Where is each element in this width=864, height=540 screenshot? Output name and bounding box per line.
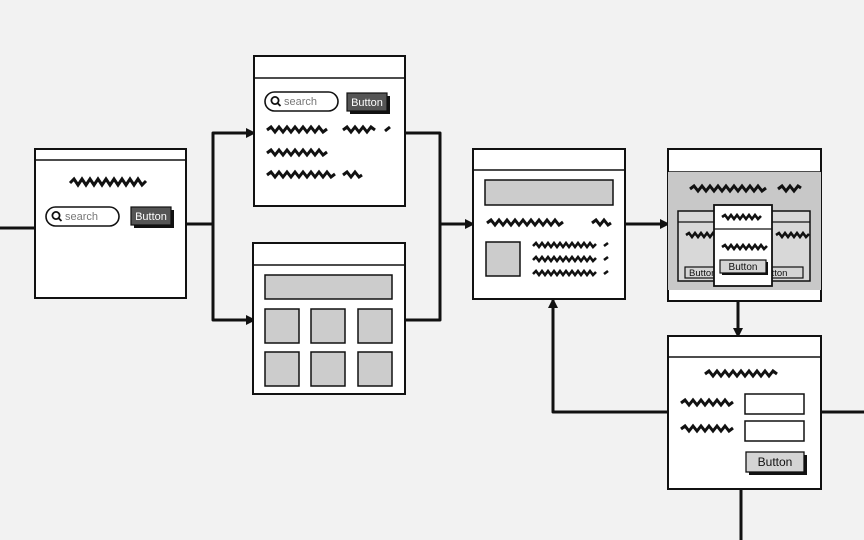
image-grid — [264, 308, 393, 387]
search-placeholder: search — [65, 211, 98, 223]
image-thumbnail[interactable] — [264, 308, 300, 344]
dark-button-label: Button — [135, 211, 167, 223]
magnifier-icon — [51, 210, 63, 222]
form-submit-button[interactable] — [745, 451, 805, 473]
modal-button[interactable] — [719, 259, 767, 274]
connector-gallery-merge — [405, 224, 442, 322]
scribble-field-label — [680, 423, 734, 434]
arrow-form-back-to-detail — [548, 298, 668, 414]
wireframe-modal-screen: Button Button Button — [667, 148, 822, 302]
image-thumbnail[interactable] — [310, 308, 346, 344]
wireframe-detail-screen — [472, 148, 626, 300]
magnifier-icon — [270, 96, 282, 107]
wireframe-search-screen: search Button — [34, 148, 187, 299]
dark-button[interactable] — [130, 206, 172, 226]
scribble-result-lines — [266, 124, 391, 180]
scribble-description — [532, 240, 609, 278]
scribble-heading — [486, 217, 612, 228]
scribble-modal-text — [721, 242, 768, 252]
card-button-label: Button — [689, 268, 716, 279]
image-thumbnail[interactable] — [357, 308, 393, 344]
dark-button[interactable] — [346, 92, 388, 112]
modal-button-label: Button — [729, 262, 758, 273]
arrow-to-search-results — [211, 128, 256, 224]
dark-button-label: Button — [351, 97, 383, 109]
banner-placeholder — [264, 274, 393, 300]
wireframe-gallery-screen — [252, 242, 406, 395]
connectors — [0, 128, 864, 540]
thumbnail-placeholder — [485, 241, 521, 277]
wireframe-form-screen: Button — [667, 335, 822, 490]
scribble-modal-title — [721, 212, 762, 222]
arrow-to-gallery — [211, 224, 256, 325]
connector-search-results-merge — [405, 131, 442, 224]
scribble-title — [68, 176, 148, 188]
form-text-field[interactable] — [744, 420, 805, 442]
form-submit-button-label: Button — [758, 455, 793, 469]
search-placeholder: search — [284, 96, 317, 108]
scribble-field-label — [680, 397, 734, 408]
modal-card: Button — [713, 204, 773, 287]
form-text-field[interactable] — [744, 393, 805, 415]
search-input[interactable] — [45, 206, 120, 227]
image-thumbnail[interactable] — [310, 351, 346, 387]
card-button-label: Button — [760, 268, 787, 279]
scribble-heading — [689, 183, 802, 194]
image-thumbnail[interactable] — [264, 351, 300, 387]
search-input[interactable] — [264, 91, 339, 112]
image-thumbnail[interactable] — [357, 351, 393, 387]
scribble-form-title — [704, 368, 778, 379]
banner-placeholder — [484, 179, 614, 206]
wireframe-search-results-screen: search Button — [253, 55, 406, 207]
